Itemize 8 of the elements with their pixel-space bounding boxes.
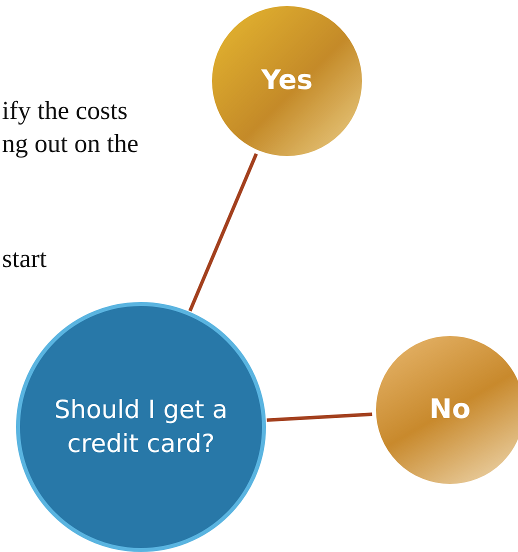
body-text: ify the costs <box>2 96 128 126</box>
body-text: ng out on the <box>2 129 138 159</box>
connector-line <box>266 412 372 422</box>
body-text: start <box>2 244 47 274</box>
node-label: Should I get a credit card? <box>53 394 229 460</box>
node-label: Yes <box>261 64 313 98</box>
node-label: No <box>429 392 471 427</box>
connector-line <box>188 153 258 312</box>
